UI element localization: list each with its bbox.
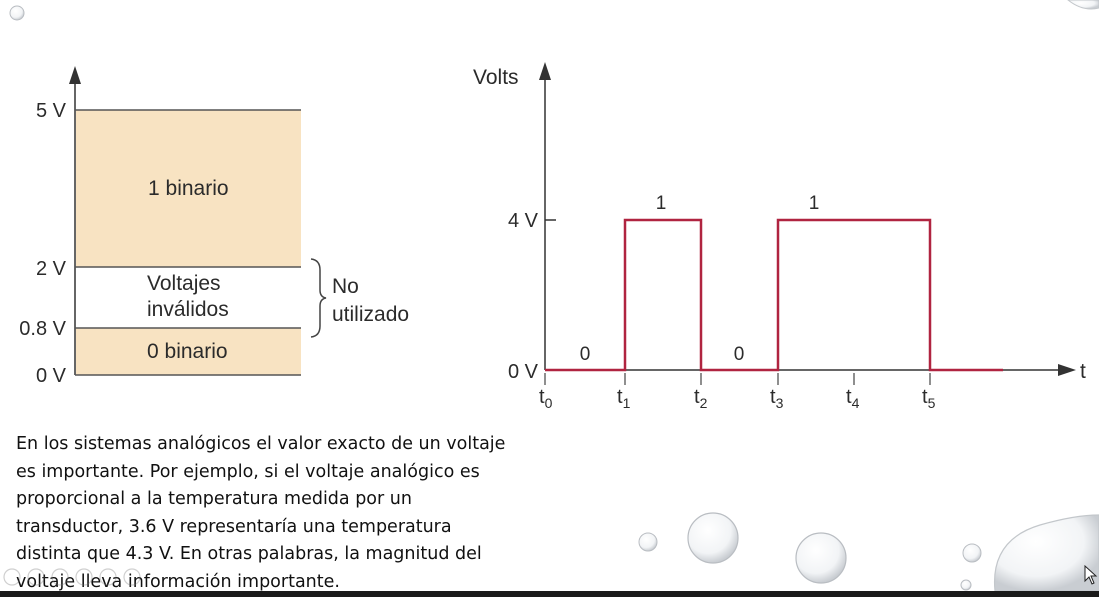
time-ticks — [544, 373, 931, 385]
invalid-voltages-label-2: inválidos — [147, 298, 229, 321]
digital-signal-line — [545, 218, 1003, 372]
level-label-0v: 0 V — [36, 365, 67, 387]
digital-waveform-diagram: Volts 4 V 0 V t t0 t1 t2 t3 t4 t5 0 1 0 … — [473, 62, 1086, 411]
pen-tool-icon[interactable] — [27, 568, 45, 586]
level-label-0-8v: 0.8 V — [19, 318, 66, 340]
y-tick-label-4v: 4 V — [508, 210, 539, 232]
more-options-icon[interactable] — [123, 568, 141, 586]
invalid-voltages-label-1: Voltajes — [147, 272, 221, 295]
level-label-2v: 2 V — [36, 258, 67, 280]
presentation-controls — [3, 568, 141, 586]
unused-label-1: No — [332, 275, 359, 298]
subtitles-icon[interactable] — [99, 568, 117, 586]
y-tick-label-0v: 0 V — [508, 361, 539, 383]
binary-zero-label: 0 binario — [147, 340, 228, 363]
decorative-droplets — [9, 0, 1099, 592]
x-axis-label: t — [1080, 360, 1086, 383]
time-label-t3: t3 — [770, 386, 784, 411]
paragraph-line: distinta que 4.3 V. En otras palabras, l… — [16, 544, 482, 565]
paragraph-line: voltaje lleva información importante. — [16, 571, 340, 592]
binary-one-region — [76, 110, 301, 267]
x-axis-arrow-icon — [1058, 364, 1076, 376]
time-label-t5: t5 — [922, 386, 936, 411]
bit-label-1-first: 1 — [656, 193, 667, 214]
explanation-paragraph: En los sistemas analógicos el valor exac… — [16, 431, 536, 597]
bottom-bar — [0, 591, 1099, 597]
zoom-icon[interactable] — [75, 568, 93, 586]
binary-zero-region — [76, 328, 301, 375]
time-label-t2: t2 — [694, 386, 708, 411]
paragraph-line: transductor, 3.6 V representaría una tem… — [16, 516, 452, 537]
axis-arrow-icon — [69, 66, 81, 84]
y-axis-title: Volts — [473, 66, 519, 89]
binary-one-label: 1 binario — [148, 177, 229, 200]
y-axis-arrow-icon — [539, 62, 551, 80]
paragraph-line: es importante. Por ejemplo, si el voltaj… — [16, 461, 480, 482]
paragraph-line: En los sistemas analógicos el valor exac… — [16, 434, 506, 454]
bit-label-0-second: 0 — [734, 344, 745, 365]
slides-icon[interactable] — [51, 568, 69, 586]
unused-label-2: utilizado — [332, 303, 409, 326]
logic-levels-diagram: 5 V 2 V 0.8 V 0 V 1 binario Voltajes inv… — [19, 66, 409, 387]
previous-slide-icon[interactable] — [3, 568, 21, 586]
time-label-t4: t4 — [846, 386, 860, 411]
time-label-t1: t1 — [617, 386, 631, 411]
time-label-t0: t0 — [539, 386, 553, 411]
paragraph-line: proporcional a la temperatura medida por… — [16, 489, 412, 510]
bit-label-0-first: 0 — [580, 344, 591, 365]
level-label-5v: 5 V — [36, 100, 67, 122]
bit-label-1-second: 1 — [809, 193, 820, 214]
brace-icon — [310, 258, 327, 338]
mouse-cursor-icon — [1084, 565, 1098, 585]
